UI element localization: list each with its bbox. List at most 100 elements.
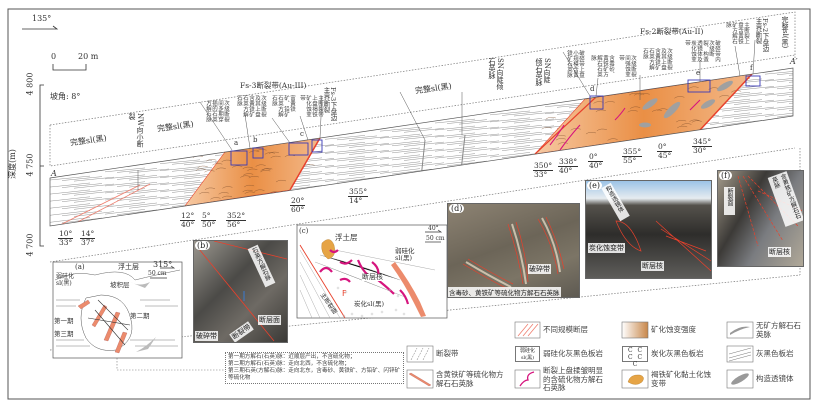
dip-direction: 355° — [348, 187, 369, 197]
fs3-note: 主断裂带上盘褐铁矿化蚀变带 — [299, 95, 323, 117]
depth-tick: 4 800 — [25, 72, 35, 96]
attitude-label: 338°40° — [558, 157, 579, 175]
depth-axis — [39, 84, 44, 247]
dip-angle: 45° — [658, 151, 672, 160]
legend-weak-silic-icon: 弱硅化sl(黑) — [515, 346, 540, 362]
fault-line — [534, 97, 596, 155]
depth-tick: 4 700 — [25, 233, 35, 257]
inset-e-tag: 断层核 — [641, 261, 664, 271]
legend-folded-vein-label: 断裂上盘揉皱明显的含硫化物方解石石英脉 — [543, 366, 603, 392]
sample-letter: c — [300, 130, 304, 138]
dip-angle: 40° — [181, 220, 195, 229]
inset-c-carbon: 炭化sl(黑) — [354, 300, 384, 308]
intact-slate-label: 完整sl(黑) — [781, 16, 789, 49]
scale-zero: 0 — [51, 52, 57, 61]
dip-angle: 56° — [227, 220, 241, 229]
depth-axis-title: 深度(m) — [7, 149, 17, 179]
dip-angle: 55° — [623, 156, 637, 165]
legend-folded-vein-icon — [514, 369, 541, 389]
inset-a-stage3: 第三期 — [54, 330, 74, 338]
legend-faults-label: 不同规模断层 — [543, 325, 588, 334]
orientation-arrow-icon — [22, 25, 59, 30]
nw-fault-label: NW向小断裂 — [128, 113, 144, 148]
dip-direction: 0° — [588, 153, 604, 162]
legend-carbon-icon: C C C C C — [622, 346, 648, 368]
inset-c-fault: F — [342, 289, 347, 298]
dip-direction: 0° — [657, 143, 673, 152]
inset-d-letter: (d) — [449, 204, 465, 213]
attitude-label: 355°14° — [348, 187, 369, 205]
dip-angle: 60° — [291, 205, 305, 214]
attitude-label: 12°40° — [180, 211, 196, 229]
inset-f-tag: 断层核 — [768, 247, 791, 257]
legend-icons — [406, 321, 754, 389]
attitude-label: 350°33° — [533, 162, 554, 179]
legend-limonite-icon — [621, 369, 649, 389]
attitude-label: 20°60° — [290, 197, 306, 214]
leader-lines — [137, 39, 756, 190]
dip-direction: 12° — [180, 211, 196, 221]
vein-stage-notes: 第一期方解石(石英)脉：近顺层产出，不含硫化物； 第二期方解石(石英)脉：走向北… — [225, 352, 404, 384]
note-line: 第三期石英(方解石)脉：走向北东，含毒砂、黄铁矿、方铅矿、闪锌矿等硫化物 — [228, 368, 401, 381]
fs2-note: 次级断裂间强蚀变带 — [618, 55, 636, 77]
dip-angle: 33° — [534, 170, 548, 179]
legend-limonite-label: 褐铁矿化黏土化蚀变带 — [651, 370, 711, 388]
legend-slate-icon — [726, 345, 754, 363]
attitude-label: 0°40° — [588, 153, 604, 170]
inset-c-orientation: 40° — [428, 225, 439, 232]
dip-direction: 338° — [558, 157, 579, 167]
legend-lens-label: 构造透镜体 — [756, 374, 794, 383]
sample-letter: e — [696, 69, 701, 77]
legend-fracture-zone-icon — [406, 345, 434, 363]
dip-direction: 345° — [692, 137, 713, 147]
note-line: 第一期方解石(石英)脉：近顺层产出，不含硫化物； — [228, 354, 356, 360]
fs3-note: 次级断裂间多期穿插的石英方解石脉 — [205, 100, 229, 122]
fs3-note: 次级断裂及其上盘含黄铁矿石英方解石脉 — [236, 95, 266, 117]
legend-intensity-icon — [621, 321, 649, 339]
scale-bar — [52, 64, 87, 71]
figure-frame — [7, 8, 811, 400]
inset-f-photo: (f) 断裂面 含黄铁矿方解石石英脉 断层核 — [717, 170, 804, 267]
fs2-note: 主断裂上盘含黄铁矿方解石脉 — [725, 22, 749, 44]
legend-pyrite-vein-label: 含黄铁矿等硫化物方解石石英脉 — [436, 370, 504, 388]
inset-b-tag: 破碎带 — [195, 331, 218, 341]
inset-a-colluvium: 坡积层 — [110, 281, 130, 289]
fs2-zone-title: Fs-2断裂带(Au-II) — [640, 27, 704, 36]
legend-weak-silic-label: 弱硅化灰黑色板岩 — [543, 349, 603, 358]
sample-letter: b — [253, 136, 258, 144]
inset-c-scale: 50 cm — [426, 235, 445, 242]
fs3-zone-title: Fs-3断裂带(Au-III) — [240, 81, 307, 90]
attitude-label: 355°55° — [622, 148, 643, 165]
inset-e-tag: 炭化蚀变带 — [588, 243, 625, 253]
lens — [642, 98, 658, 110]
dip-direction: 5° — [201, 212, 217, 221]
inset-e-photo: (e) 构造透镜体 炭化蚀变带 断层核 — [585, 180, 712, 279]
dip-angle: 30° — [693, 146, 707, 155]
inset-a-letter: (a) — [75, 263, 85, 271]
lens — [639, 122, 651, 128]
legend-barren-vein-icon — [726, 321, 754, 339]
sample-boxes — [230, 75, 761, 166]
sample-letter: a — [234, 139, 239, 147]
legend-carbon-label: 炭化灰黑色板岩 — [651, 349, 704, 358]
fs2-footwall-label: Fs-2下盘边主界断裂 — [754, 18, 769, 52]
inset-a-scale: 50 cm — [148, 270, 167, 277]
inset-a-sketch — [52, 261, 183, 359]
legend-pyrite-vein-icon — [406, 369, 434, 389]
attitude-label: 10°33° — [58, 230, 74, 247]
inset-a-orientation: 315° — [153, 260, 173, 269]
inset-c-core: 断层核 — [362, 273, 383, 281]
legend-lens-icon — [726, 369, 754, 389]
inset-f-tag: 断裂面 — [724, 187, 735, 215]
inset-b-letter: (b) — [195, 241, 211, 250]
inset-f-letter: (f) — [719, 171, 733, 180]
fs3-note: 富黄铁矿、铅矿石英方解石脉 — [271, 95, 295, 117]
dip-angle: 40° — [559, 166, 573, 175]
inset-c-rock: 弱硅化sl(黑) — [395, 247, 415, 262]
legend-slate-label: 灰黑色板岩 — [756, 349, 794, 358]
inset-b-photo: (b) 石英方解石脉 断层面 断裂带 破碎带 — [193, 240, 288, 343]
fs2-note: 含毒砂、黄铁矿方解石石英脉 — [590, 55, 614, 77]
legend-intensity-label: 矿化蚀变强度 — [651, 325, 696, 334]
inset-d-caption: 含毒砂、黄铁矿等硫化物方解石石英脉 — [448, 287, 561, 297]
